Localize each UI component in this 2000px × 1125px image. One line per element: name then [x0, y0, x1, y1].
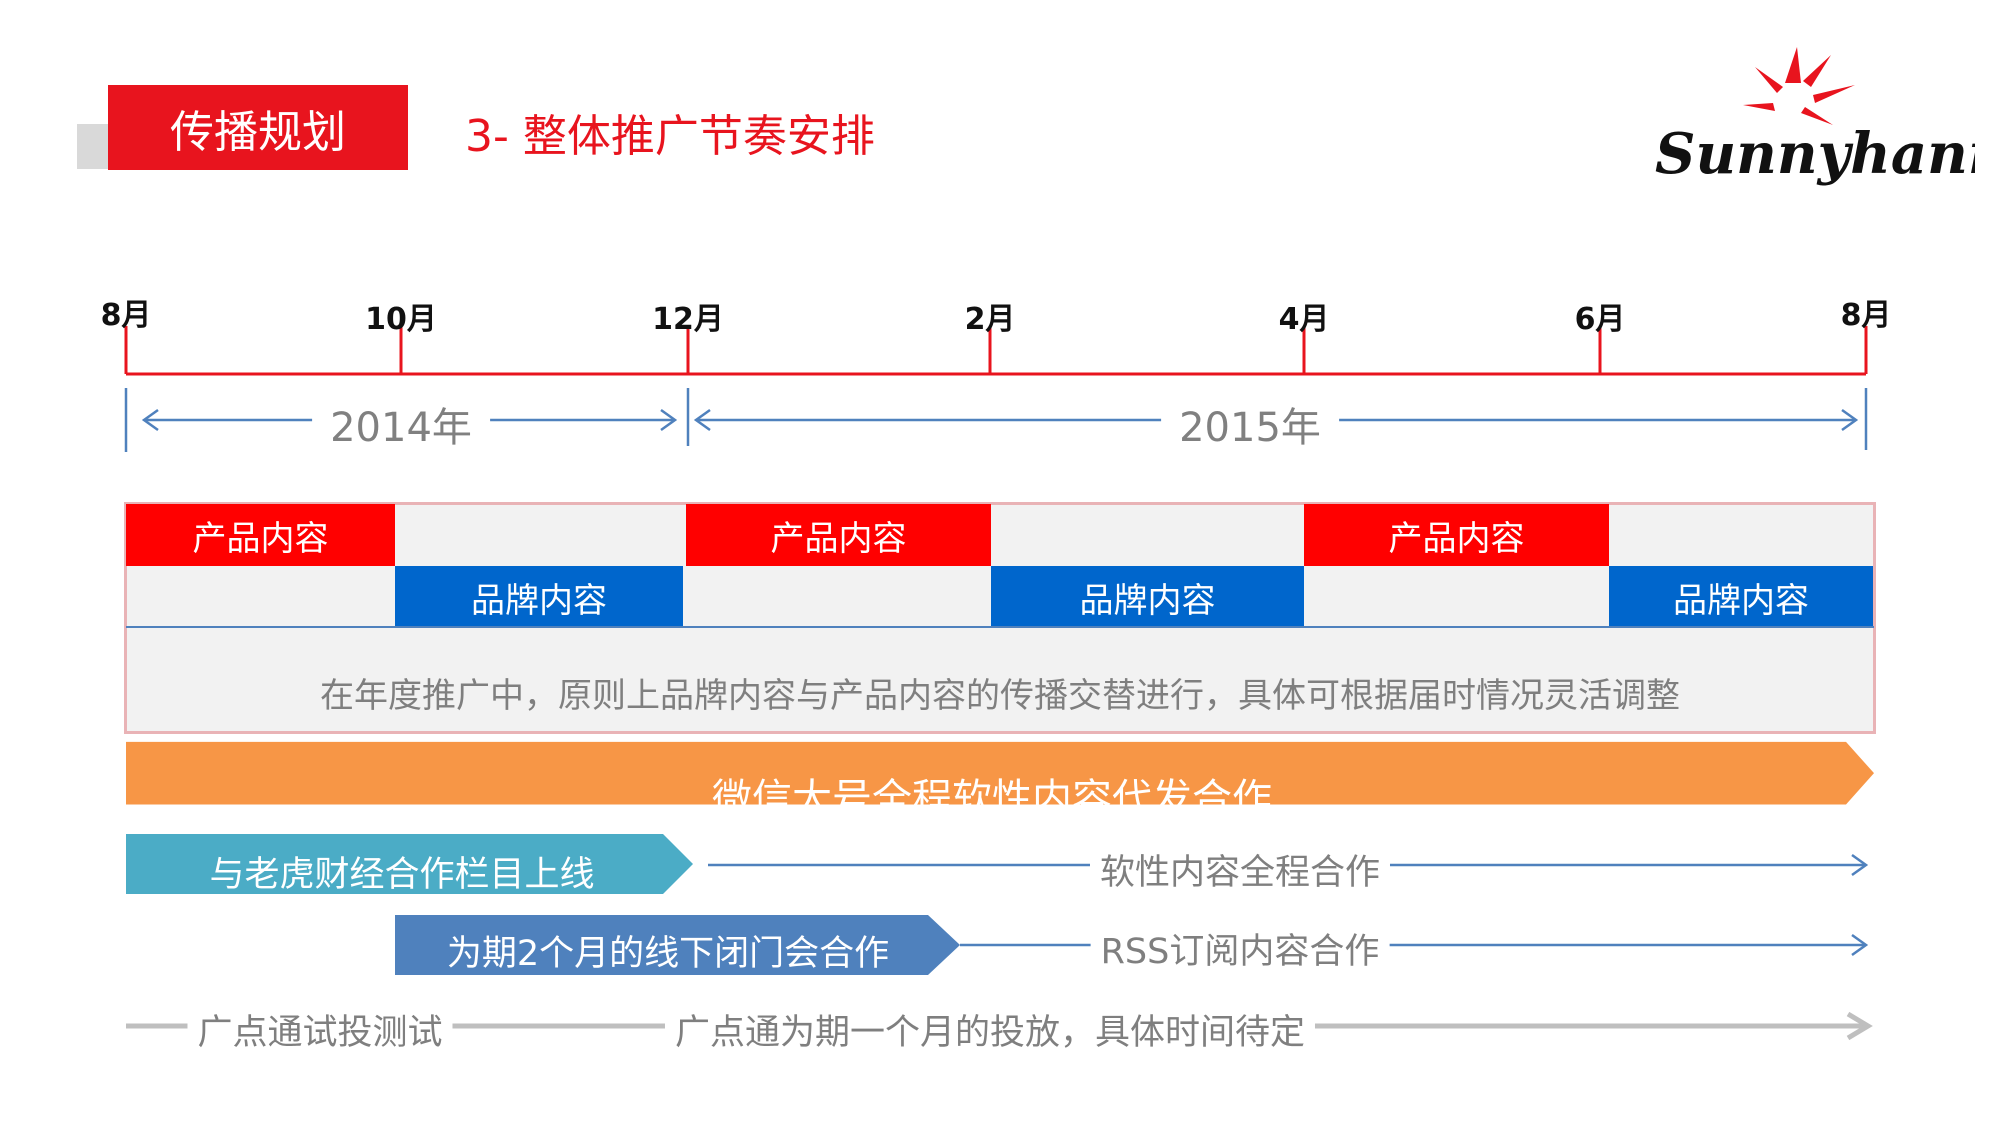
month-label: 12月 — [652, 302, 724, 337]
laohu-arrow — [126, 834, 693, 894]
month-label: 10月 — [365, 302, 437, 337]
year-label-2014: 2014年 — [312, 395, 490, 453]
page-title: 3- 整体推广节奏安排 — [465, 111, 875, 162]
sunnyhanmy-logo: Sunnyhanmy — [1655, 47, 1975, 187]
month-label: 2月 — [964, 302, 1016, 337]
rotation-note: 在年度推广中，原则上品牌内容与产品内容的传播交替进行，具体可根据届时情况灵活调整 — [320, 676, 1680, 716]
gdt-test-label: 广点通试投测试 — [187, 1004, 453, 1055]
timeline-axis — [124, 326, 1868, 452]
offline-arrow — [395, 915, 960, 975]
section-tag: 传播规划 — [108, 85, 408, 170]
offline-follow-label: RSS订阅内容合作 — [1090, 923, 1390, 974]
gdt-plan-label: 广点通为期一个月的投放，具体时间待定 — [664, 1004, 1316, 1055]
logo-wordmark: Sunnyhanmy — [1655, 121, 1975, 187]
month-label: 8月 — [100, 298, 152, 333]
laohu-follow-label: 软性内容全程合作 — [1089, 844, 1391, 895]
month-label: 4月 — [1278, 302, 1330, 337]
laohu-arrow-label: 与老虎财经合作栏目上线 — [209, 855, 595, 895]
year-label-2015: 2015年 — [1161, 395, 1339, 453]
month-label: 8月 — [1840, 298, 1892, 333]
brand-content-block: 品牌内容 — [395, 566, 683, 628]
brand-content-block: 品牌内容 — [1609, 566, 1873, 628]
panel-divider — [126, 626, 1874, 628]
activity-graphics — [126, 741, 1874, 1041]
product-content-block: 产品内容 — [686, 504, 991, 566]
wechat-banner — [126, 741, 1874, 805]
wechat-banner-label: 微信大号全程软性内容代发合作 — [712, 776, 1272, 822]
brand-content-block: 品牌内容 — [991, 566, 1304, 628]
offline-arrow-label: 为期2个月的线下闭门会合作 — [446, 934, 890, 974]
product-content-block: 产品内容 — [126, 504, 395, 566]
product-content-block: 产品内容 — [1304, 504, 1609, 566]
month-label: 6月 — [1574, 302, 1626, 337]
